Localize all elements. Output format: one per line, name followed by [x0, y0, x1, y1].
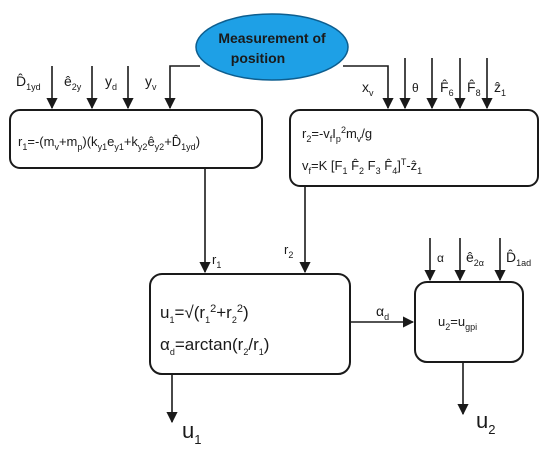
- box-r1: r1=-(mv+mp)(ky1ey1+ky2êy2+D̂1yd): [9, 109, 263, 169]
- input-label-e2y: ê2y: [64, 73, 82, 92]
- measurement-ellipse: [195, 13, 349, 81]
- box-u1-frame: [149, 273, 351, 375]
- input-label-z1: ẑ1: [494, 79, 506, 98]
- input-label-xv: xv: [362, 79, 374, 98]
- u2-inputs: α ê2α D̂1ad: [424, 238, 531, 282]
- box-r2-equation1: r2=-vfIp2mv/g: [302, 125, 372, 144]
- input-label-f6: F̂6: [440, 79, 454, 98]
- box-r2-equation2: vf=K [F1 F̂2 F3 F̂4]T-ẑ1: [302, 157, 422, 176]
- input-label-theta: θ: [412, 81, 419, 95]
- box-u1-equation2: αd=arctan(r2/r1): [160, 335, 269, 357]
- left-inputs: D̂1yd ê2y yd yv: [16, 66, 157, 110]
- edge-label-r1: r1: [212, 252, 221, 270]
- input-label-d1yd: D̂1yd: [16, 73, 41, 92]
- box-r1-frame: [9, 109, 263, 169]
- input-label-yd: yd: [105, 73, 117, 92]
- box-u1: u1=√(r12+r22) αd=arctan(r2/r1): [149, 273, 351, 375]
- measurement-node: Measurement of position: [195, 13, 349, 81]
- input-label-e2a: ê2α: [466, 249, 484, 268]
- box-u2: u2=ugpi: [414, 281, 524, 363]
- box-u2-frame: [414, 281, 524, 363]
- output-label-u1: u1: [182, 418, 201, 447]
- input-label-f8: F̂8: [467, 79, 481, 98]
- box-r1-equation: r1=-(mv+mp)(ky1ey1+ky2êy2+D̂1yd): [18, 134, 200, 152]
- input-label-yv: yv: [145, 73, 157, 92]
- box-r2: r2=-vfIp2mv/g vf=K [F1 F̂2 F3 F̂4]T-ẑ1: [289, 109, 539, 187]
- edge-measurement-to-r2: [343, 65, 394, 110]
- edge-label-alpha-d: αd: [376, 303, 389, 322]
- edge-label-r2: r2: [284, 242, 293, 260]
- input-label-alpha: α: [437, 251, 444, 265]
- input-label-d1ad: D̂1ad: [506, 249, 531, 268]
- measurement-label-line1: Measurement of: [218, 30, 326, 46]
- edge-measurement-to-r1: [164, 65, 200, 110]
- box-r2-frame: [289, 109, 539, 187]
- right-inputs: xv θ F̂6 F̂8 ẑ1: [362, 58, 506, 110]
- box-u1-equation1: u1=√(r12+r22): [160, 303, 249, 325]
- output-label-u2: u2: [476, 408, 495, 437]
- measurement-label-line2: position: [231, 50, 285, 66]
